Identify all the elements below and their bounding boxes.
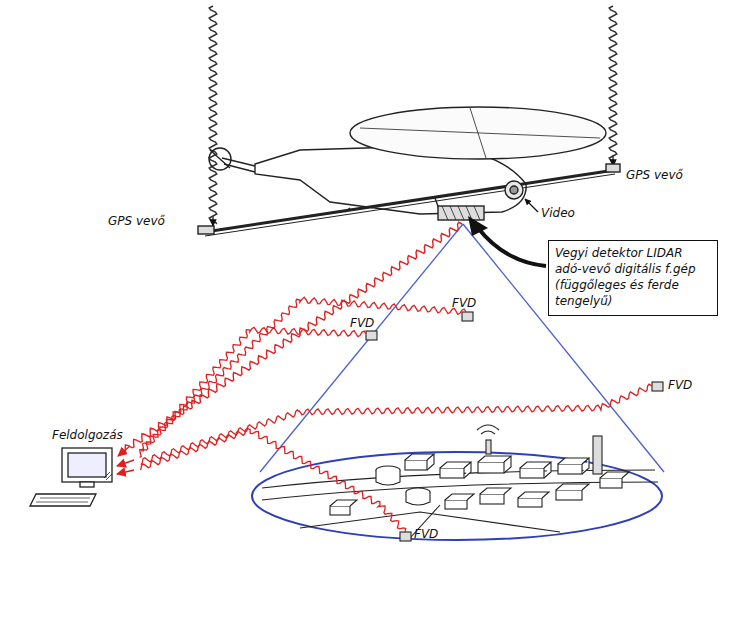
gps-signal — [609, 6, 617, 162]
box-pointer — [478, 228, 546, 266]
data-link — [141, 384, 652, 465]
sensor-label: FVD — [452, 296, 476, 310]
data-link — [141, 428, 406, 532]
data-link — [125, 222, 462, 452]
box-text: Vegyi detektor LIDAR adó-vevő digitális … — [555, 245, 711, 309]
data-link — [140, 327, 366, 457]
signal-arrow — [212, 216, 214, 226]
sensor-label: FVD — [668, 378, 692, 392]
cone-line — [260, 224, 463, 472]
link-arrow — [117, 460, 134, 466]
video-label: Video — [541, 206, 575, 220]
sensor-label: FVD — [350, 316, 374, 330]
city — [262, 312, 663, 541]
processing-label: Feldolgozás — [52, 428, 123, 442]
gps-label: GPS vevő — [108, 214, 165, 228]
sensor-label: FVD — [414, 527, 438, 541]
gps-label: GPS vevő — [626, 168, 683, 182]
gps-signal — [209, 6, 217, 224]
box-pointer-head — [468, 216, 488, 236]
data-link — [141, 297, 466, 451]
helicopter — [198, 107, 620, 236]
link-arrow — [117, 470, 134, 474]
link-arrow — [118, 446, 130, 456]
computer — [30, 448, 112, 506]
video-pointer — [525, 199, 538, 212]
annotation-box: Vegyi detektor LIDAR adó-vevő digitális … — [548, 240, 718, 316]
